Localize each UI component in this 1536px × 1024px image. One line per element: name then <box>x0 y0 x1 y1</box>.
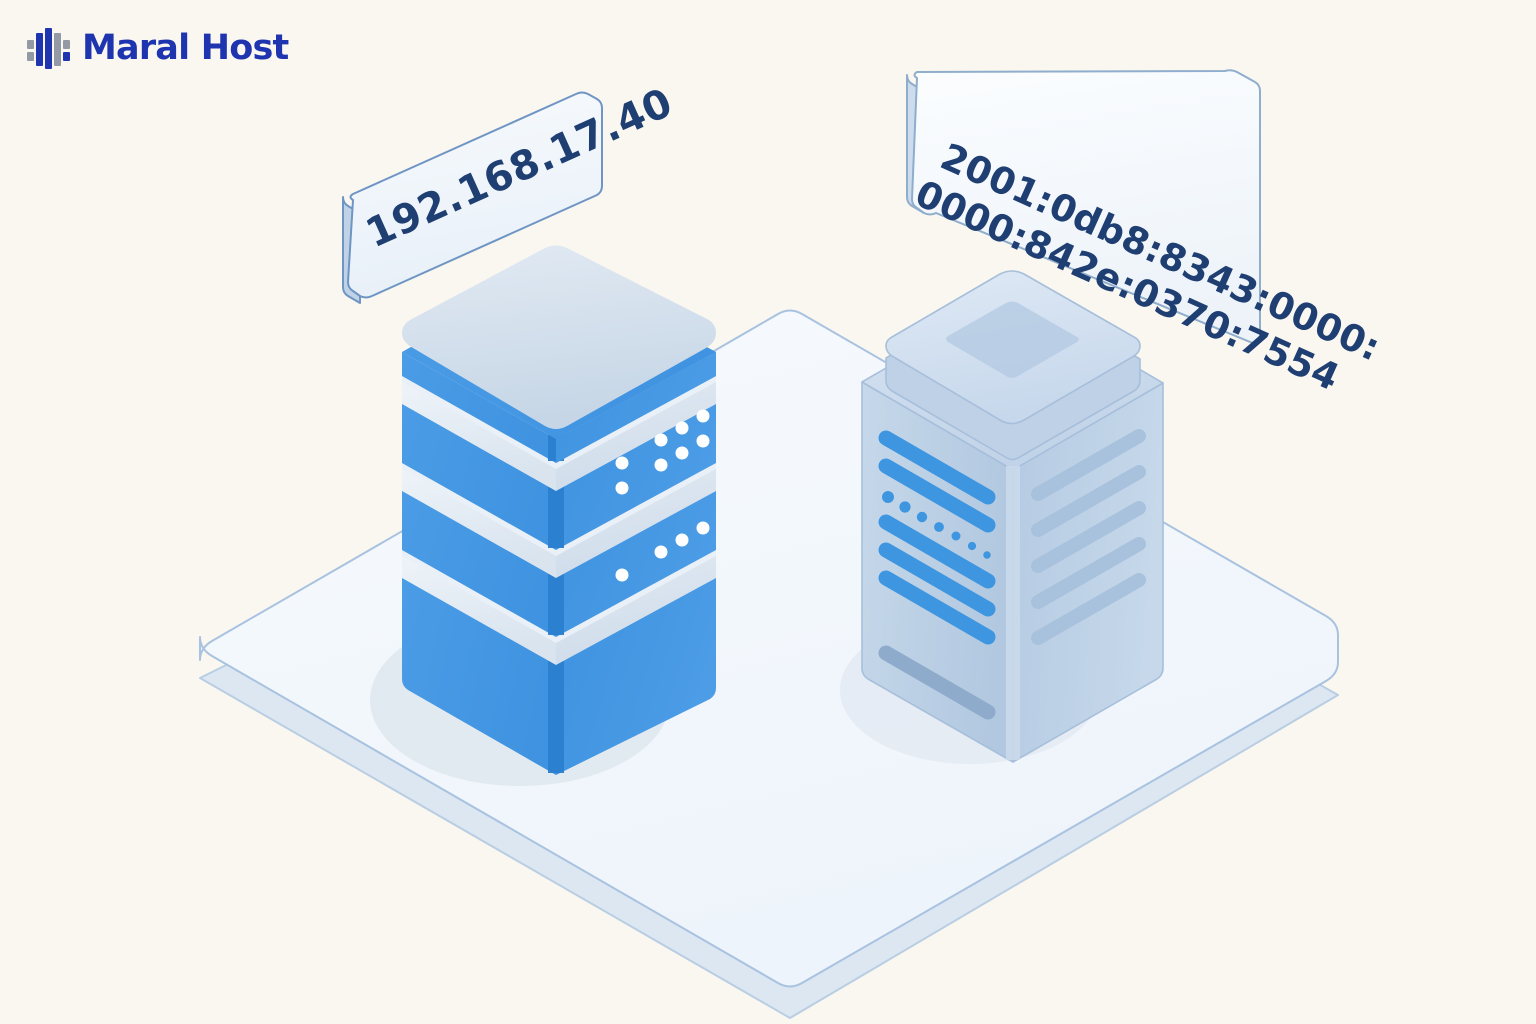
stacked-rack-server <box>402 245 716 775</box>
hexagon-building-icon <box>27 28 70 69</box>
tower-dot-row <box>882 491 991 559</box>
tower-server <box>861 270 1164 763</box>
ipv6-label-face <box>911 69 1261 345</box>
ipv4-label-face <box>347 91 603 299</box>
rack-tier-3 <box>402 487 716 637</box>
isometric-platform <box>199 309 1339 1019</box>
tower-cap-inset <box>946 301 1079 378</box>
tower-right-indicators <box>1031 429 1146 645</box>
brand-logo[interactable]: Maral Host <box>26 20 289 76</box>
rack-tier-2 <box>402 400 716 550</box>
rack-tier-top <box>402 245 716 470</box>
rack-led-group-1 <box>615 409 710 470</box>
rack-tier-bottom <box>402 573 716 775</box>
platform-top <box>199 309 1339 988</box>
rack-led-group-3 <box>615 521 710 582</box>
tower-cap <box>885 270 1141 461</box>
tower-left-indicators <box>878 430 996 720</box>
rack-led-group-2 <box>615 434 710 495</box>
tower-bottom-bar <box>878 645 996 720</box>
brand-wordmark: Maral Host <box>82 27 289 68</box>
